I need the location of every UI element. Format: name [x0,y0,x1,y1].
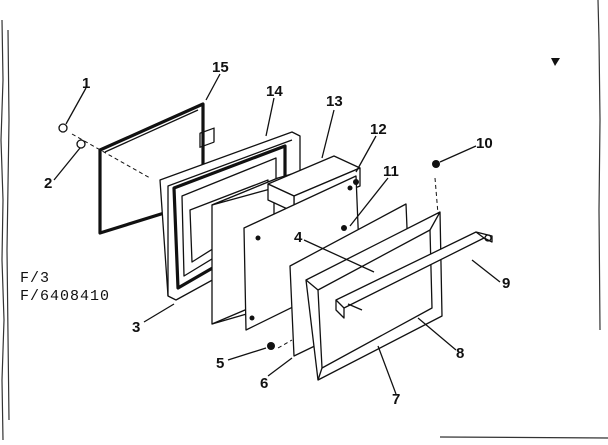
fasteners [58,123,440,350]
alignment-lines [71,133,439,349]
callout-2: 2 [44,175,52,192]
figure-label-line2: F/6408410 [20,288,110,305]
callout-5: 5 [216,355,224,372]
callout-15: 15 [212,59,229,76]
callout-12: 12 [370,121,387,138]
callout-1: 1 [82,75,90,92]
callout-3: 3 [132,319,140,336]
callout-13: 13 [326,93,343,110]
callout-9: 9 [502,275,510,292]
callout-4: 4 [294,229,303,246]
callout-14: 14 [266,83,283,100]
callout-8: 8 [456,345,464,362]
handle-part [335,231,493,319]
callout-7: 7 [392,391,400,408]
callout-10: 10 [476,135,493,152]
callout-6: 6 [260,375,268,392]
outer-door-part [305,211,443,381]
figure-label-line1: F/3 [20,270,50,287]
callout-11: 11 [383,163,399,180]
leader-lines [53,73,501,395]
